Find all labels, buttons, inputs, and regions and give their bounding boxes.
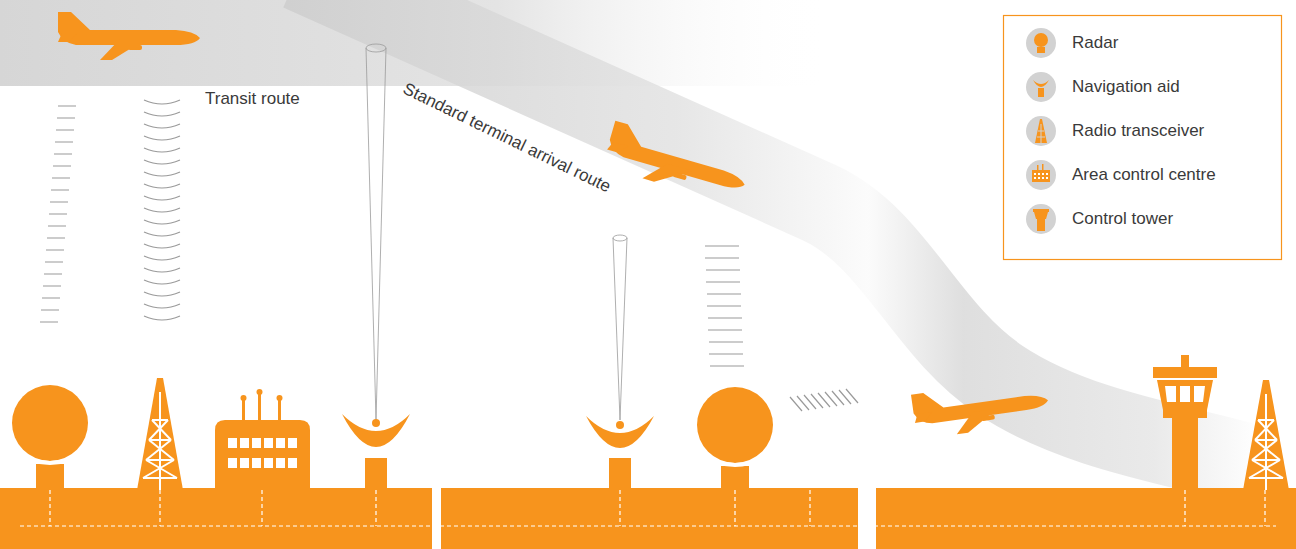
legend-label: Radio transceiver [1072, 121, 1204, 141]
legend-label: Control tower [1072, 209, 1173, 229]
navigation-aid-symbol [342, 414, 410, 490]
route-label: Transit route [205, 89, 300, 109]
radar-beam [366, 44, 627, 420]
aircraft [602, 121, 752, 206]
area-control-centre-symbol [215, 389, 310, 490]
navigation-aid-symbol [586, 416, 654, 490]
control-tower-symbol [1153, 355, 1217, 490]
aircraft [911, 376, 1051, 440]
signal-waves [144, 100, 180, 320]
radio-transceiver-symbol [1243, 380, 1289, 490]
ground-block [876, 488, 1296, 549]
radar-symbol [12, 385, 88, 490]
ground-block [441, 488, 858, 549]
radio-transceiver-symbol [137, 378, 183, 490]
legend-label: Area control centre [1072, 165, 1216, 185]
legend-icons [1026, 28, 1056, 234]
radar-symbol [697, 387, 773, 490]
legend-label: Navigation aid [1072, 77, 1180, 97]
cable-lines [20, 490, 1276, 526]
legend-label: Radar [1072, 33, 1118, 53]
ground-block [0, 488, 432, 549]
legend-frame [1004, 16, 1282, 260]
aircraft [58, 12, 200, 60]
